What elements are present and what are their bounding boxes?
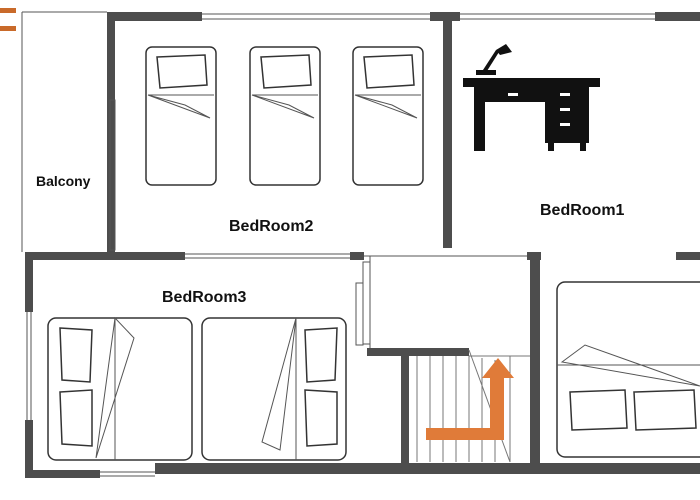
bed-icon [47, 316, 193, 461]
desk-with-lamp-icon [463, 44, 600, 151]
room-label-bedroom1: BedRoom1 [540, 202, 625, 219]
room-label-bedroom2: BedRoom2 [229, 218, 314, 235]
bed-icon [145, 46, 217, 186]
staircase [416, 349, 530, 463]
bedroom1-bed [556, 281, 700, 458]
staircase-up-arrow-icon [426, 358, 514, 440]
thin-lines [21, 11, 655, 477]
room-label-bedroom3: BedRoom3 [162, 289, 247, 306]
bedroom2-beds [145, 46, 424, 186]
bed-icon [249, 46, 321, 186]
walls [25, 12, 700, 478]
bed-icon [352, 46, 424, 186]
bed-icon [201, 317, 347, 461]
corner-mark [0, 8, 16, 31]
bedroom3-beds [47, 316, 347, 461]
room-label-balcony: Balcony [36, 173, 91, 189]
